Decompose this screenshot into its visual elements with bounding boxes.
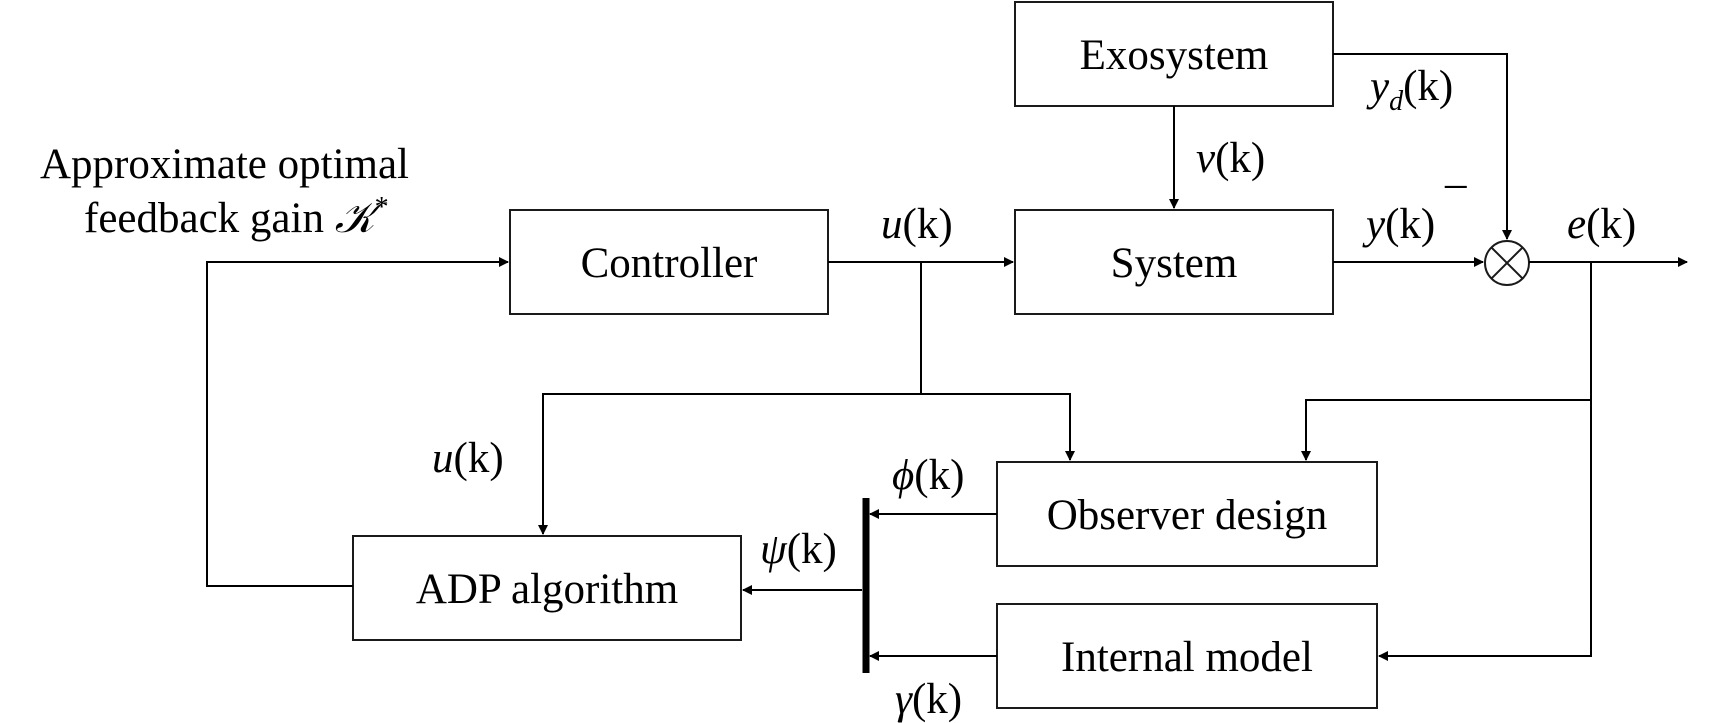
gamma-signal-label: γ(k): [895, 676, 962, 723]
system-block: System: [1014, 209, 1334, 315]
psi-signal-label: ψ(k): [760, 526, 837, 573]
adp-algorithm-label: ADP algorithm: [416, 566, 678, 613]
adp-algorithm-block: ADP algorithm: [352, 535, 742, 641]
yd-signal-label: yd(k): [1366, 63, 1453, 117]
internal-model-block: Internal model: [996, 603, 1378, 709]
v-signal-label: v(k): [1196, 135, 1265, 182]
e-to-observer-wire: [1301, 399, 1591, 461]
u-adp-signal-label: u(k): [432, 435, 504, 482]
annotation-line-1: Approximate optimal: [40, 141, 409, 188]
controller-block: Controller: [509, 209, 829, 315]
e-branch-wire: [1378, 262, 1592, 661]
u-branch-wire: [538, 262, 922, 535]
observer-design-block: Observer design: [996, 461, 1378, 567]
u-to-observer-wire: [921, 393, 1075, 461]
exosystem-block: Exosystem: [1014, 1, 1334, 107]
exosystem-label: Exosystem: [1080, 32, 1269, 79]
minus-sign: –: [1444, 160, 1467, 207]
phi-signal-label: ϕ(k): [892, 452, 964, 499]
internal-model-label: Internal model: [1061, 634, 1313, 681]
gain-feedback-wire: [206, 257, 509, 587]
yd-signal-wire: [1333, 53, 1512, 240]
annotation-line-2: feedback gain 𝒦*: [84, 192, 389, 242]
controller-label: Controller: [581, 240, 758, 287]
system-label: System: [1111, 240, 1238, 287]
e-signal-label: e(k): [1567, 201, 1636, 248]
y-signal-label: y(k): [1362, 201, 1435, 248]
summing-junction: [1484, 240, 1530, 286]
observer-design-label: Observer design: [1047, 492, 1328, 539]
u-signal-label: u(k): [881, 201, 953, 248]
